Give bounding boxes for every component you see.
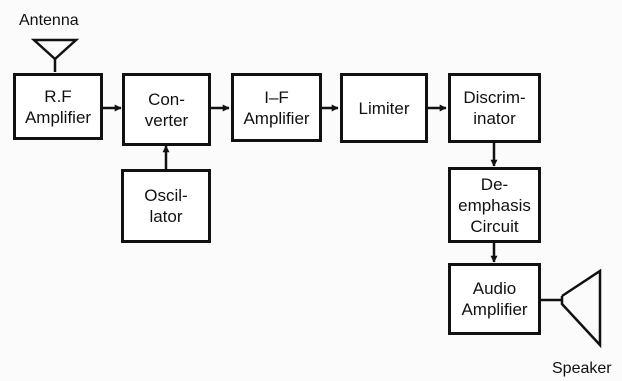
block-limiter: Limiter (340, 73, 428, 143)
block-audio-amplifier: Audio Amplifier (448, 263, 541, 335)
block-converter: Con- verter (122, 73, 211, 146)
block-rf-amplifier: R.F Amplifier (13, 73, 103, 140)
antenna-label: Antenna (19, 12, 79, 29)
block-discriminator-line-2: inator (473, 109, 516, 128)
block-if-amplifier-line-1: I–F (264, 87, 289, 107)
block-if-amplifier: I–F Amplifier (231, 73, 322, 142)
speaker-label: Speaker (552, 360, 612, 377)
block-deemphasis-circuit: De- emphasis Circuit (448, 167, 541, 243)
block-limiter-line-1: Limiter (358, 98, 410, 118)
block-oscillator-line-2: lator (149, 207, 183, 226)
antenna-symbol (30, 38, 80, 72)
speaker-symbol (541, 268, 602, 349)
block-deemphasis-line-2: emphasis (458, 195, 531, 215)
block-deemphasis-line-1: De- (480, 174, 509, 194)
block-deemphasis-line-3: Circuit (470, 216, 519, 236)
block-audio-amplifier-line-2: Amplifier (461, 300, 528, 319)
block-converter-line-2: verter (144, 110, 189, 130)
block-oscillator-line-1: Oscil- (144, 186, 188, 205)
block-discriminator-line-1: Discrim- (463, 88, 526, 107)
block-oscillator: Oscil- lator (121, 169, 211, 243)
block-if-amplifier-line-2: Amplifier (243, 108, 310, 128)
block-rf-amplifier-line-2: Amplifier (24, 107, 92, 127)
block-rf-amplifier-line-1: R.F (44, 86, 72, 106)
block-audio-amplifier-line-1: Audio (472, 279, 517, 298)
block-discriminator: Discrim- inator (448, 73, 541, 143)
block-converter-line-1: Con- (148, 89, 185, 109)
